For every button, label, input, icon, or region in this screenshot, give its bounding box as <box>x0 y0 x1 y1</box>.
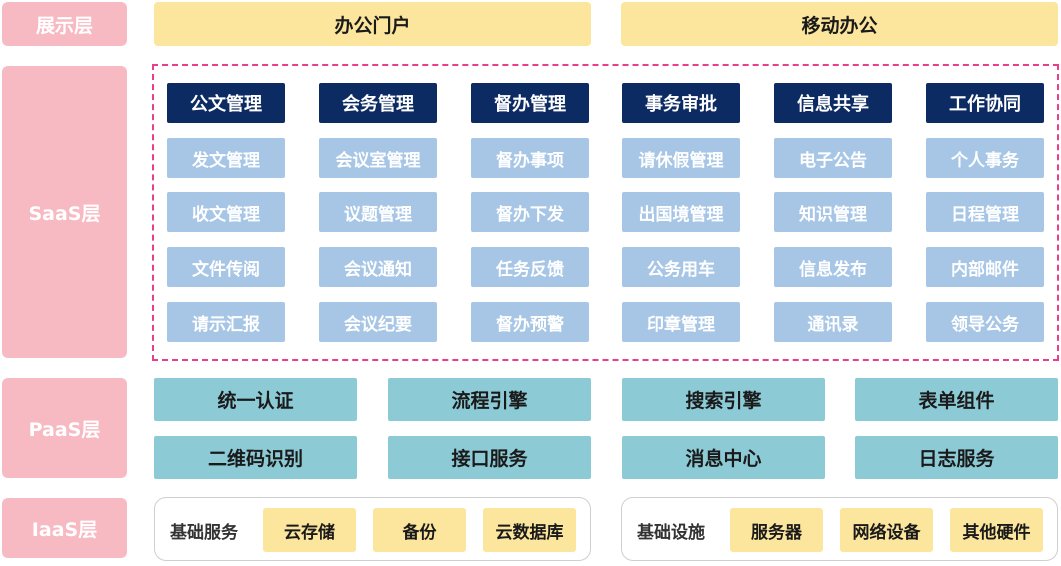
module-header-supervision: 督办管理 <box>471 83 589 123</box>
module-header-collaboration: 工作协同 <box>926 83 1044 123</box>
module-item: 印章管理 <box>622 302 740 342</box>
iaas-group-title: 基础设施 <box>637 522 705 543</box>
saas-frame <box>152 64 1059 361</box>
module-item: 发文管理 <box>167 138 285 178</box>
layer-label-paas: PaaS层 <box>2 378 127 478</box>
module-item: 出国境管理 <box>622 192 740 232</box>
portal-mobile: 移动办公 <box>621 2 1058 46</box>
iaas-item-backup: 备份 <box>373 508 466 552</box>
module-item: 督办事项 <box>471 138 589 178</box>
portal-office: 办公门户 <box>154 2 591 46</box>
module-header-info-sharing: 信息共享 <box>774 83 892 123</box>
iaas-item-cloud-storage: 云存储 <box>263 508 356 552</box>
module-item: 领导公务 <box>926 302 1044 342</box>
module-item: 收文管理 <box>167 192 285 232</box>
module-item: 内部邮件 <box>926 247 1044 287</box>
module-item: 会议纪要 <box>319 302 437 342</box>
module-item: 请休假管理 <box>622 138 740 178</box>
module-item: 个人事务 <box>926 138 1044 178</box>
module-header-document: 公文管理 <box>167 83 285 123</box>
iaas-item-other-hardware: 其他硬件 <box>950 508 1043 552</box>
module-item: 文件传阅 <box>167 247 285 287</box>
module-item: 日程管理 <box>926 192 1044 232</box>
iaas-group-title: 基础服务 <box>170 522 238 543</box>
paas-item-form-component: 表单组件 <box>855 378 1058 421</box>
layer-label-presentation: 展示层 <box>2 2 127 46</box>
paas-item-api-service: 接口服务 <box>388 436 591 479</box>
paas-item-unified-auth: 统一认证 <box>154 378 357 421</box>
module-item: 公务用车 <box>622 247 740 287</box>
iaas-item-server: 服务器 <box>730 508 823 552</box>
module-item: 电子公告 <box>774 138 892 178</box>
module-item: 请示汇报 <box>167 302 285 342</box>
module-item: 通讯录 <box>774 302 892 342</box>
module-item: 会议通知 <box>319 247 437 287</box>
module-item: 督办预警 <box>471 302 589 342</box>
iaas-item-cloud-database: 云数据库 <box>483 508 576 552</box>
layer-label-iaas: IaaS层 <box>2 498 127 558</box>
module-item: 信息发布 <box>774 247 892 287</box>
paas-item-qr-recognition: 二维码识别 <box>154 436 357 479</box>
paas-item-workflow-engine: 流程引擎 <box>388 378 591 421</box>
layer-label-saas: SaaS层 <box>2 66 127 358</box>
paas-item-log-service: 日志服务 <box>855 436 1058 479</box>
module-item: 知识管理 <box>774 192 892 232</box>
module-item: 会议室管理 <box>319 138 437 178</box>
module-header-meeting: 会务管理 <box>319 83 437 123</box>
paas-item-message-center: 消息中心 <box>622 436 825 479</box>
module-item: 任务反馈 <box>471 247 589 287</box>
iaas-item-network-device: 网络设备 <box>840 508 933 552</box>
paas-item-search-engine: 搜索引擎 <box>622 378 825 421</box>
module-item: 督办下发 <box>471 192 589 232</box>
module-header-approval: 事务审批 <box>622 83 740 123</box>
module-item: 议题管理 <box>319 192 437 232</box>
